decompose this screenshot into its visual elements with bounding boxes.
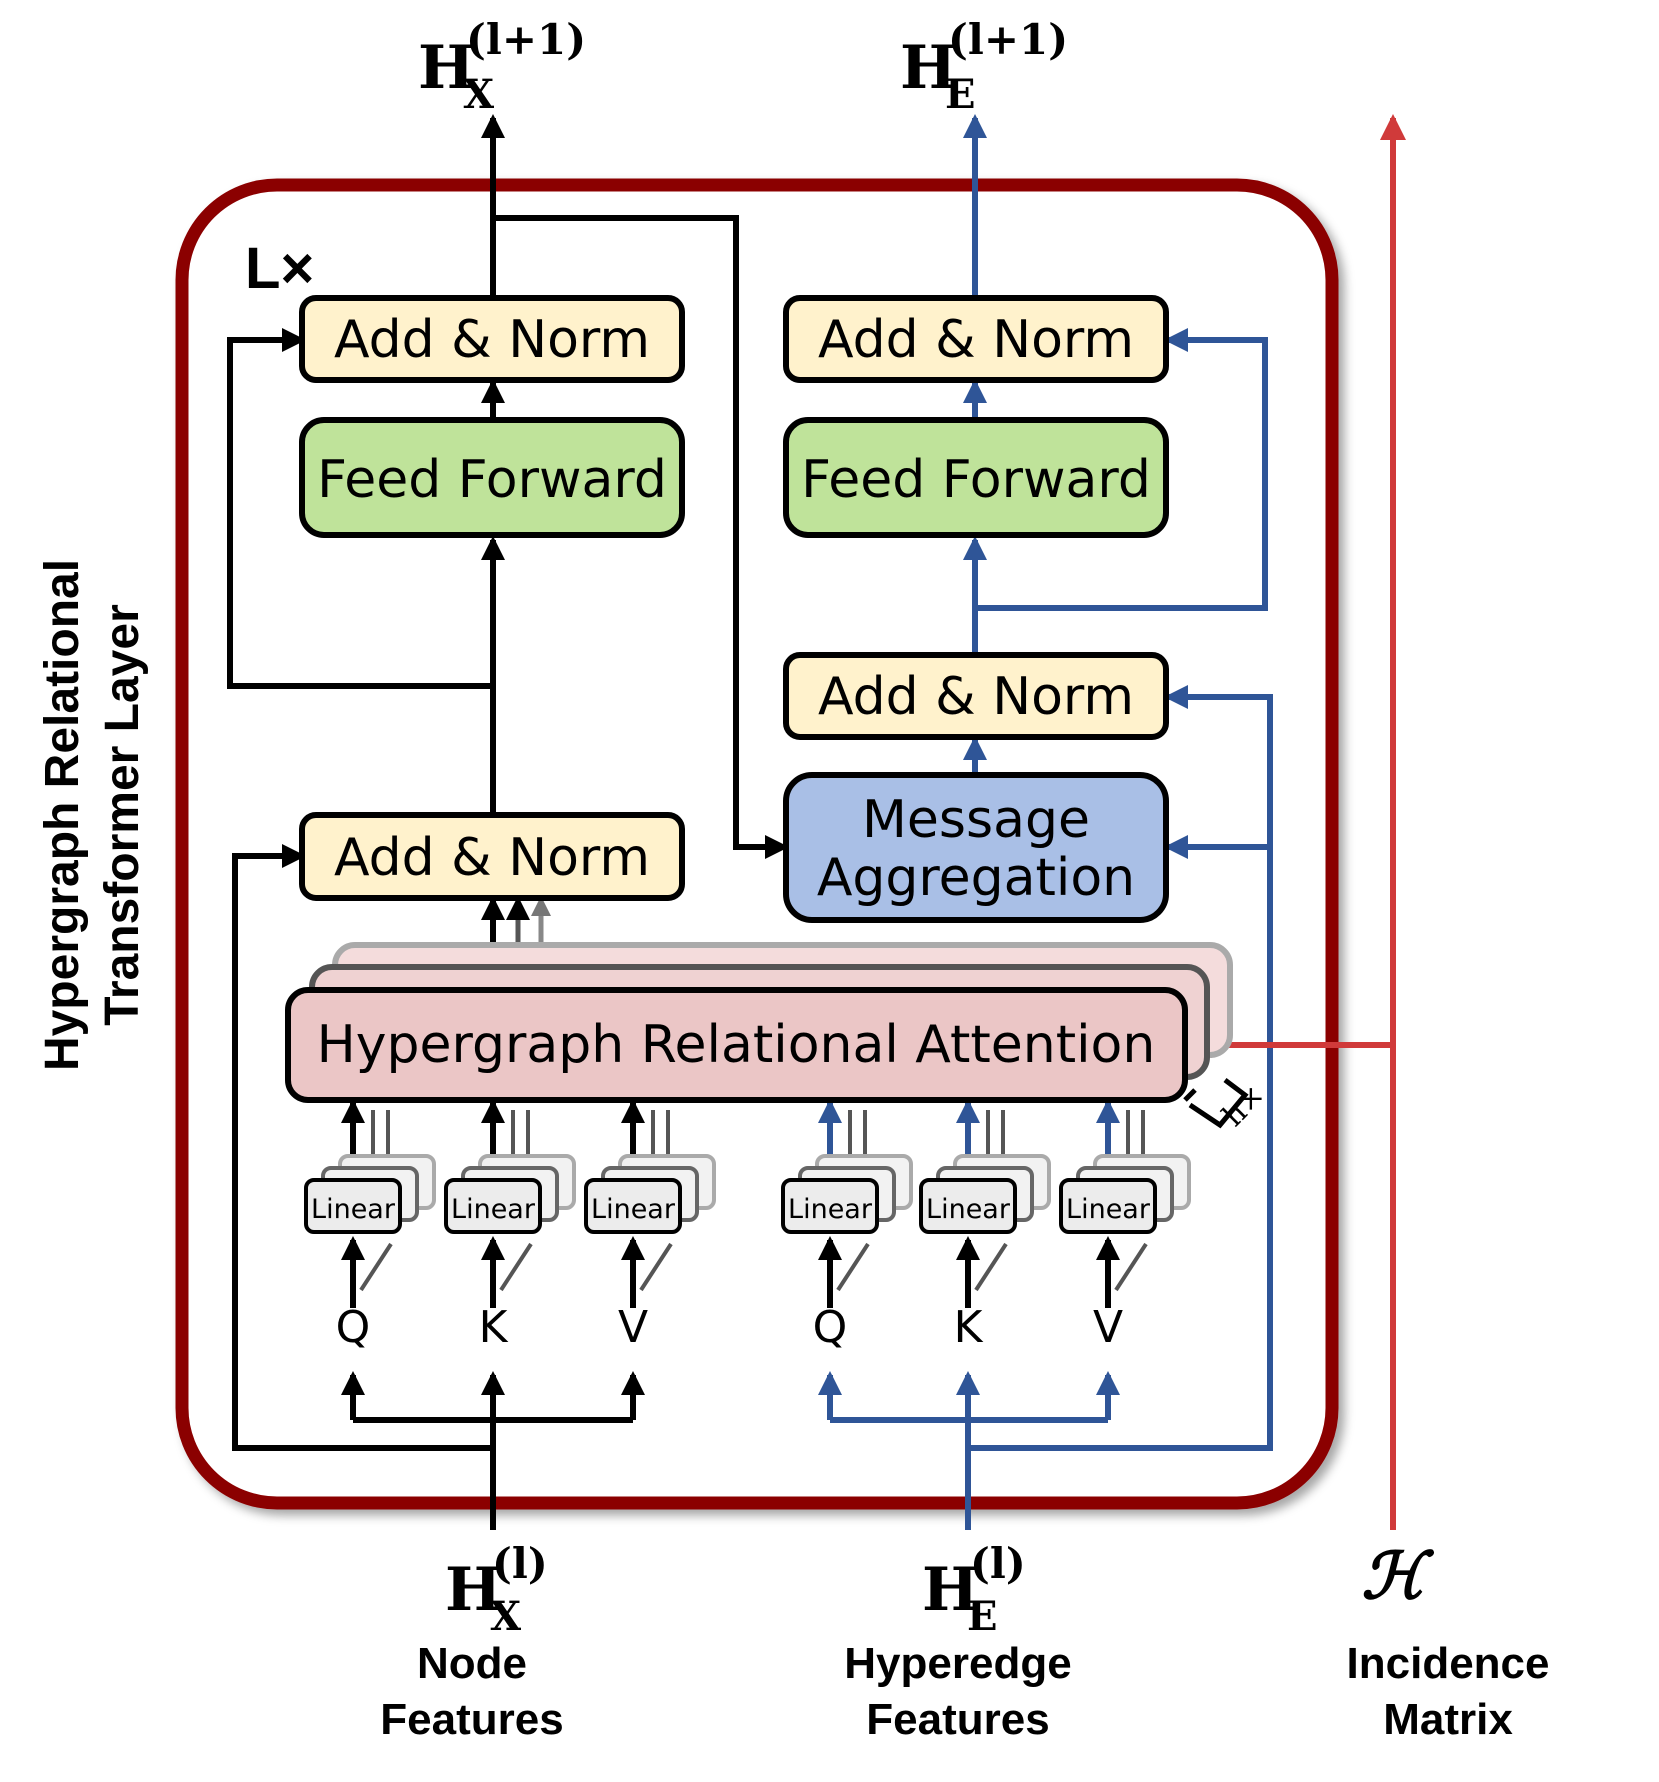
linear-layers: Linear Linear Linear Linear Linear Linear [304,1154,1191,1292]
linear-connector [359,1242,393,1292]
edge-residual-2 [975,328,1268,611]
linear-label: Linear [926,1194,1011,1225]
node-output-subscript: X [463,71,494,118]
linear-connector [499,1242,533,1292]
qkv-label: K [954,1302,984,1353]
linear-connector [836,1242,870,1292]
node-add-norm-2-label: Add & Norm [334,310,650,370]
node-input-subscript: X [490,1593,521,1640]
node-residual-1 [232,844,493,1451]
edge-output-symbol: H [900,33,957,103]
edge-output-subscript: E [945,71,976,118]
node-input-caption-line2: Features [380,1695,563,1744]
node-output-superscript: (l+1) [466,15,586,64]
linear-box [444,1178,542,1234]
edge-output-superscript: (l+1) [948,15,1068,64]
edge-input-subscript: E [967,1593,998,1640]
edge-output-label: H E (l+1) [900,15,1068,118]
qkv-label: V [1093,1302,1123,1353]
message-aggregation-label-line1: Message [862,790,1090,850]
edge-feed-forward [783,417,1169,538]
edge-input-caption-line2: Features [866,1695,1049,1744]
attention-label: Hypergraph Relational Attention [317,1015,1156,1075]
linear-box [919,1178,1017,1234]
qkv-label: K [479,1302,509,1353]
linear-connector [639,1242,673,1292]
edge-feed-forward-label: Feed Forward [801,450,1151,510]
side-title-line2: Transformer Layer [96,604,149,1026]
edge-input-symbol: H [922,1555,979,1625]
qkv-label: Q [336,1302,371,1353]
qkv-label: V [618,1302,648,1353]
hypergraph-relational-attention [285,987,1188,1103]
linear-connector [1114,1242,1148,1292]
node-add-norm-1-label: Add & Norm [334,828,650,888]
linear-label: Linear [591,1194,676,1225]
node-residual-2 [227,328,493,689]
node-add-norm-1 [299,812,685,901]
incidence-input-label: ℋ Incidence Matrix [1347,1539,1550,1744]
node-feed-forward-label: Feed Forward [317,450,667,510]
linear-box [584,1178,682,1234]
qkv-label: Q [813,1302,848,1353]
linear-box [1059,1178,1157,1234]
linear-label: Linear [451,1194,536,1225]
node-to-message-arrow [493,215,789,859]
edge-residual-1 [968,685,1273,1451]
side-title-line1: Hypergraph Relational [36,559,89,1071]
edge-add-norm-1 [783,652,1169,740]
message-aggregation [783,772,1169,923]
incidence-symbol: ℋ [1361,1539,1434,1614]
linear-box [304,1178,402,1234]
incidence-caption-line2: Matrix [1383,1695,1513,1744]
node-input-superscript: (l) [492,1539,548,1588]
linear-box [781,1178,879,1234]
heads-bracket [1188,1078,1249,1129]
edge-input-caption-line1: Hyperedge [844,1639,1071,1688]
side-title: Hypergraph Relational Transformer Layer [36,559,149,1071]
linear-label: Linear [311,1194,396,1225]
edge-add-norm-2-label: Add & Norm [818,310,1134,370]
edge-add-norm-1-label: Add & Norm [818,667,1134,727]
node-feed-forward [299,417,685,538]
node-output-label: H X (l+1) [418,15,586,118]
node-input-caption-line1: Node [417,1639,527,1688]
linear-label: Linear [788,1194,873,1225]
edge-input-superscript: (l) [970,1539,1026,1588]
linear-label: Linear [1066,1194,1151,1225]
node-output-symbol: H [418,33,475,103]
node-input-symbol: H [445,1555,502,1625]
message-aggregation-label-line2: Aggregation [817,848,1135,908]
edge-input-label: H E (l) Hyperedge Features [844,1539,1071,1744]
linear-connector [974,1242,1008,1292]
incidence-caption-line1: Incidence [1347,1639,1550,1688]
node-add-norm-2 [299,295,685,383]
repeat-label: L× [245,236,314,301]
node-input-label: H X (l) Node Features [380,1539,563,1744]
edge-add-norm-2 [783,295,1169,383]
